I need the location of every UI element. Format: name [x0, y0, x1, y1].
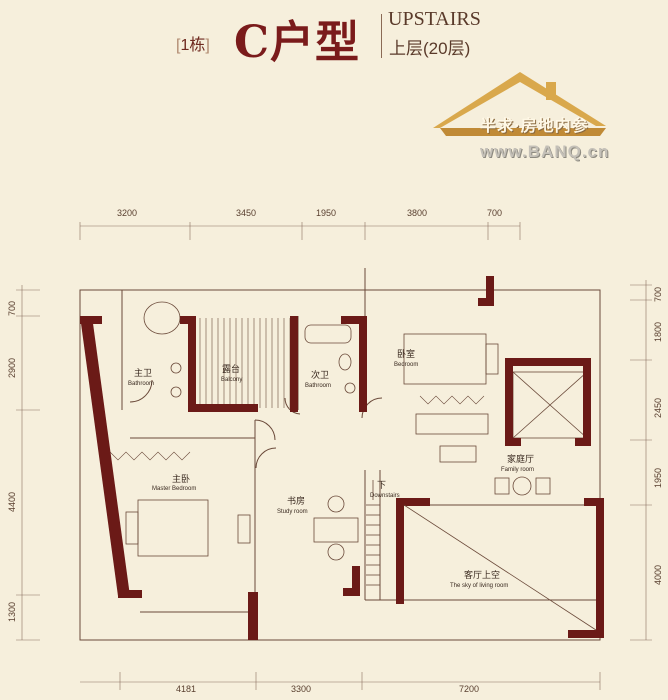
master-bedroom-label-cn: 主卧 — [172, 473, 190, 485]
interior-lines — [79, 268, 601, 641]
walls — [80, 276, 604, 640]
study-label-cn: 书房 — [287, 495, 305, 507]
toilet-icon — [338, 353, 352, 371]
room-labels: 主卫 Bathroom 露台 Balcony 次卫 Bathroom 卧室 Be… — [128, 348, 534, 589]
dimensions-top: 3200 3450 1950 3800 700 — [117, 208, 502, 218]
bedroom-bed-icon — [403, 333, 487, 385]
downstairs-label-en: Downstairs — [370, 493, 400, 499]
master-bedroom-label-en: Master Bedroom — [152, 486, 196, 492]
house-roof-icon — [433, 72, 606, 136]
balcony-deck — [199, 318, 291, 408]
dim-top-3: 1950 — [316, 208, 336, 218]
watermark-text-cn: 半求·房地内参 — [480, 116, 589, 135]
bathtub-icon — [143, 301, 181, 335]
dim-top-5: 700 — [487, 208, 502, 218]
dim-bottom-1: 4181 — [176, 684, 196, 694]
living-void-label-cn: 客厅上空 — [464, 569, 500, 581]
building-label: [1栋] — [176, 37, 210, 54]
dim-top-1: 3200 — [117, 208, 137, 218]
dimensions-left: 700 2900 4400 1300 — [7, 301, 17, 622]
watermark-url: www.BANQ.cn — [480, 142, 610, 161]
building-number: 1栋 — [180, 37, 206, 54]
void-diagonal — [403, 504, 597, 631]
study-label-en: Study room — [277, 509, 308, 515]
bedroom-label-cn: 卧室 — [397, 348, 415, 360]
dim-right-5: 4000 — [653, 565, 663, 585]
balcony-label-en: Balcony — [221, 377, 242, 383]
dimension-lines — [16, 222, 652, 690]
watermark-logo: 半求·房地内参 www.BANQ.cn — [428, 68, 648, 168]
second-bath-label-cn: 次卫 — [311, 369, 329, 381]
dim-left-4: 1300 — [7, 602, 17, 622]
study-desk-icon — [313, 517, 359, 543]
balcony-label-cn: 露台 — [222, 363, 240, 375]
plan-header: [1栋] C户型 UPSTAIRS 上层(20层) — [0, 0, 668, 70]
dim-bottom-3: 7200 — [459, 684, 479, 694]
dimensions-bottom: 4181 3300 7200 — [176, 684, 479, 694]
second-bath-label-en: Bathroom — [305, 383, 331, 389]
master-bed-icon — [137, 499, 209, 557]
dim-top-2: 3450 — [236, 208, 256, 218]
floor-label-cn: 上层(20层) — [389, 39, 471, 58]
tv-cabinet-icon — [439, 445, 477, 463]
downstairs-label-cn: 下 — [377, 481, 386, 491]
dim-right-2: 1800 — [653, 322, 663, 342]
staircase — [366, 480, 380, 586]
unit-type-title: C户型 — [234, 17, 361, 68]
floor-label-en: UPSTAIRS — [388, 8, 481, 30]
bedroom-label-en: Bedroom — [394, 362, 418, 368]
wardrobe — [109, 395, 485, 461]
shower-icon — [304, 324, 352, 344]
family-room-label-cn: 家庭厅 — [507, 453, 534, 465]
dim-left-2: 2900 — [7, 358, 17, 378]
wall-west-slanted — [80, 316, 130, 596]
title-divider — [381, 14, 382, 58]
master-bath-label-cn: 主卫 — [134, 367, 152, 379]
family-room-label-en: Family room — [501, 467, 534, 473]
master-bath-label-en: Bathroom — [128, 381, 154, 387]
living-void-label-en: The sky of living room — [450, 583, 508, 589]
dim-bottom-2: 3300 — [291, 684, 311, 694]
dim-left-3: 4400 — [7, 492, 17, 512]
sofa-icon — [415, 413, 489, 435]
round-table-icon — [512, 476, 532, 496]
dimensions-right: 700 1800 2450 1950 4000 — [653, 287, 663, 585]
dim-left-1: 700 — [7, 301, 17, 316]
dim-right-1: 700 — [653, 287, 663, 302]
dim-top-4: 3800 — [407, 208, 427, 218]
dim-right-4: 1950 — [653, 468, 663, 488]
dim-right-3: 2450 — [653, 398, 663, 418]
